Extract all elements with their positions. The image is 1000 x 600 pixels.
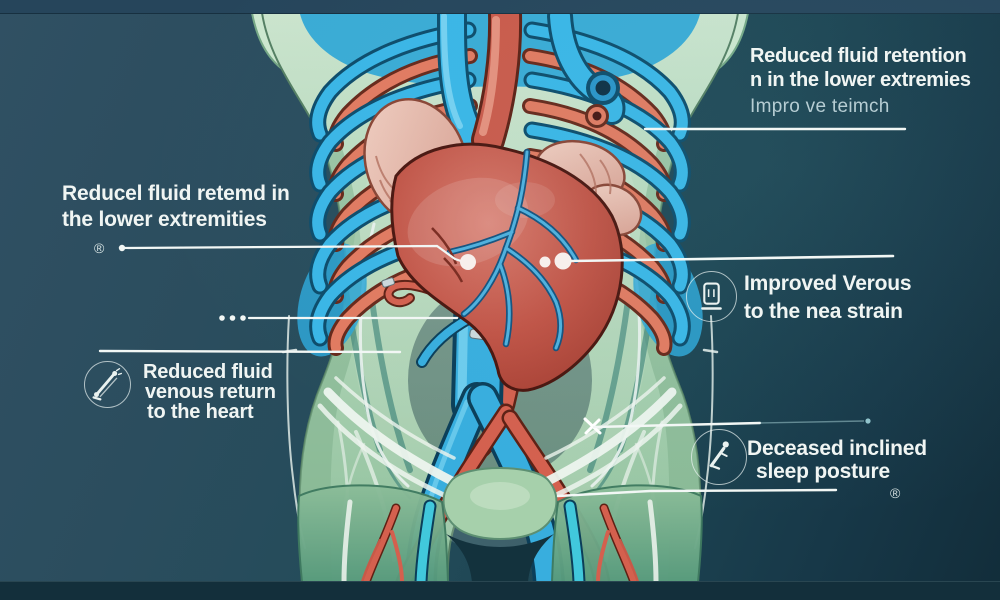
vessel-clip [381,277,395,288]
left-thigh [297,484,450,583]
annotation-line: to the nea strain [744,300,903,323]
annotation-lower-left: Reduced fluid venous return to the heart [143,362,276,422]
registered-mark-icon: ® [890,485,901,501]
cut-vessel-openings [585,71,620,128]
annotation-top-right: Reduced fluid retention n in the lower e… [750,44,971,118]
heart [363,97,643,392]
inclined-sleeper-icon [691,429,747,485]
annotation-line: the lower extremities [62,208,267,231]
right-thigh [550,484,703,583]
annotation-lower-right: Deceased inclined sleep posture [747,437,927,483]
leg-icon [84,361,131,408]
heart-ventricles [390,142,624,392]
annotation-mid-right: Improved Verous to the nea strain [744,270,912,326]
annotation-line: to the heart [147,401,254,423]
fluid-gauge-icon [686,271,737,322]
pelvis-and-thighs [297,467,703,589]
bottom-border-strip [0,581,1000,600]
annotation-line: Reduced fluid retention [750,45,967,67]
annotation-caption: Impro ve teimch [750,96,890,117]
registered-mark-icon: ® [94,240,105,256]
thigh-vessels [341,499,659,589]
top-border-strip [0,0,1000,14]
annotation-line: sleep posture [756,460,890,483]
annotation-line: Reduced fluid [143,361,273,383]
annotation-mid-left: Reducel fluid retemd in the lower extrem… [62,181,290,233]
annotation-line: Reducel fluid retemd in [62,182,290,205]
annotation-line: Improved Verous [744,272,912,295]
great-vessels [437,0,626,157]
annotation-line: n in the lower extremies [750,69,971,91]
annotation-line: Deceased inclined [747,437,927,460]
rib-cage-left [297,14,500,357]
annotation-line: venous return [145,381,276,403]
